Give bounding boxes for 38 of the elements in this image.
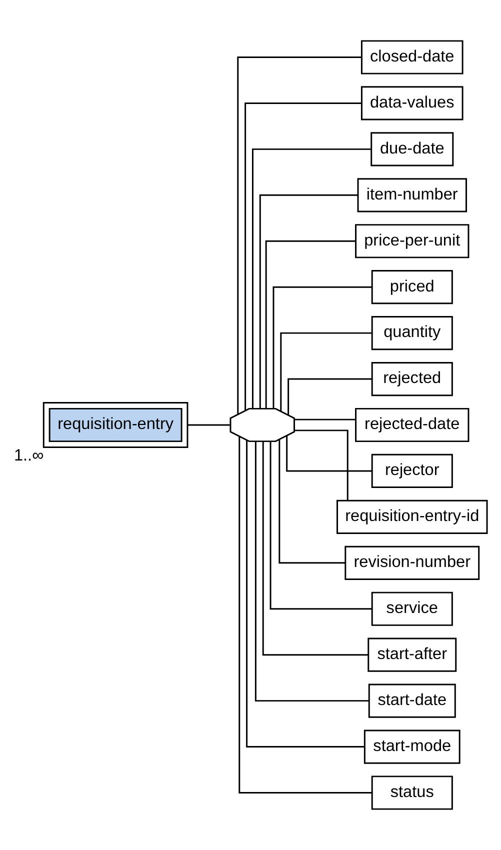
connector: [294, 430, 348, 500]
connector: [280, 332, 372, 412]
node-box: service: [371, 592, 453, 626]
node-octagon: [230, 408, 295, 442]
node-box: start-after: [368, 638, 457, 672]
connector: [294, 418, 356, 420]
connector: [262, 442, 368, 656]
connector: [246, 440, 364, 748]
node-box: requisition-entry-id: [336, 500, 488, 534]
node-box: start-mode: [364, 730, 460, 764]
connector: [252, 148, 372, 409]
connector: [288, 378, 372, 415]
connector: [238, 436, 372, 794]
node-box: rejected-date: [355, 408, 470, 442]
connector: [270, 441, 372, 610]
node-box: quantity: [371, 316, 453, 350]
connector: [237, 56, 362, 414]
connector: [254, 441, 369, 702]
connector: [244, 102, 362, 410]
node-box: data-values: [360, 86, 464, 120]
node-box: status: [371, 776, 453, 810]
node-box: due-date: [370, 132, 454, 166]
node-box: item-number: [357, 178, 467, 212]
connector: [278, 440, 346, 564]
node-box: rejector: [371, 454, 453, 488]
connector: [286, 436, 372, 472]
node-box: requisition-entry: [42, 402, 188, 448]
connector: [265, 240, 356, 409]
connector: [188, 424, 230, 426]
connector: [259, 194, 358, 408]
node-box: closed-date: [360, 40, 464, 74]
node-box: revision-number: [344, 546, 480, 580]
node-box: priced: [371, 270, 453, 304]
node-box: price-per-unit: [355, 224, 470, 258]
connector: [272, 286, 372, 409]
node-box: start-date: [368, 684, 456, 718]
node-label: 1..∞: [14, 446, 44, 464]
node-box: rejected: [371, 362, 453, 396]
